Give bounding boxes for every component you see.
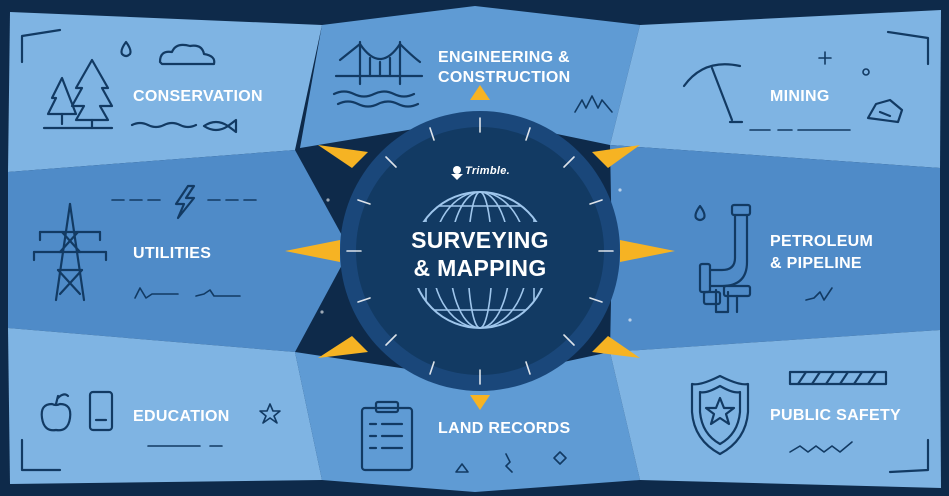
safety-scribble (789, 441, 853, 453)
label-mining: MINING (770, 88, 830, 105)
ray-bottom (470, 395, 490, 410)
label-engineering-line1: ENGINEERING & (438, 49, 570, 66)
center-title-line2: & MAPPING (413, 255, 546, 281)
label-utilities: UTILITIES (133, 245, 211, 262)
panel-land-records (295, 352, 640, 492)
bridge-icon (332, 40, 424, 108)
shield-icon (690, 374, 750, 456)
corner-bracket-top-right (886, 30, 930, 66)
label-engineering-line2: CONSTRUCTION (438, 69, 570, 86)
center-title-line1: SURVEYING (411, 227, 549, 253)
panel-utilities (8, 150, 350, 352)
land-records-shapes (455, 451, 567, 473)
ray-top-right (592, 145, 640, 168)
label-petroleum-line1: PETROLEUM (770, 233, 873, 250)
fish-icon (202, 118, 238, 134)
ray-bottom-right (592, 336, 640, 358)
clipboard-icon (360, 400, 414, 472)
ray-top (470, 85, 490, 100)
panel-mining (610, 10, 941, 168)
pine-trees-icon (42, 58, 114, 130)
label-land-records: LAND RECORDS (438, 420, 571, 437)
water-drop-icon (120, 40, 132, 58)
cloud-icon (158, 43, 216, 66)
panel-engineering (300, 6, 640, 148)
ray-top-left (318, 145, 368, 168)
oil-drop-icon (694, 204, 706, 222)
pipeline-scribble (805, 287, 833, 301)
sparkle-dots (320, 188, 632, 322)
star-icon (259, 403, 281, 424)
sparkle-icons (818, 51, 870, 76)
lightning-icon (174, 184, 196, 220)
label-public-safety: PUBLIC SAFETY (770, 407, 901, 424)
ray-bottom-left (318, 336, 368, 358)
corner-bracket-top-left (20, 28, 62, 64)
label-education: EDUCATION (133, 408, 230, 425)
panel-petroleum (610, 145, 940, 352)
rock-icon (866, 98, 904, 124)
label-conservation: CONSERVATION (133, 88, 263, 105)
tablet-icon (88, 390, 114, 432)
wave-line (130, 121, 198, 129)
label-petroleum-line2: & PIPELINE (770, 255, 862, 272)
pipe-icon (698, 203, 752, 314)
trimble-logo-text: Trimble. (465, 165, 510, 177)
signal-scribble (134, 287, 241, 299)
panel-conservation (8, 12, 322, 172)
ray-left (285, 240, 340, 262)
trimble-logo: Trimble. (451, 165, 510, 180)
panel-public-safety (610, 330, 941, 488)
barrier-icon (788, 370, 888, 386)
sun-rays (285, 85, 675, 410)
apple-icon (40, 393, 72, 432)
corner-bracket-bottom-right (888, 438, 930, 474)
power-tower-icon (32, 202, 108, 302)
ray-right (620, 240, 675, 262)
mountain-scribble (574, 95, 613, 113)
compass-ticks (346, 117, 614, 385)
panel-education (8, 328, 322, 484)
corner-bracket-bottom-left (20, 438, 62, 472)
pickaxe-icon (682, 63, 744, 124)
